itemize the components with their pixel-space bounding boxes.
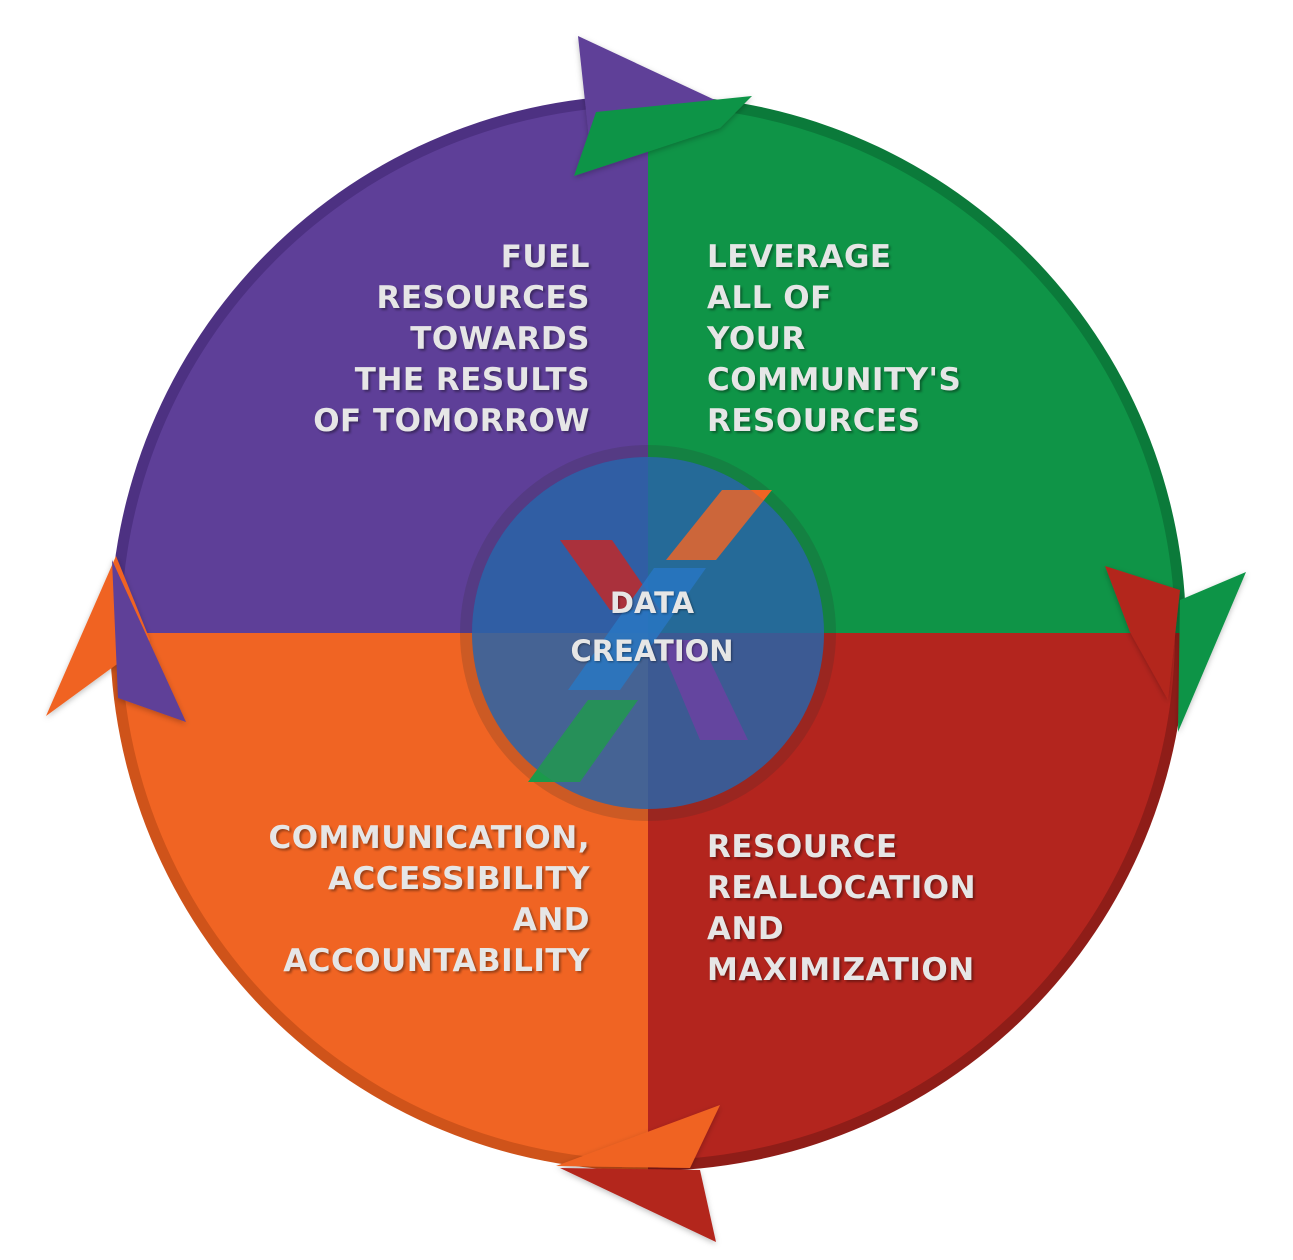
quadrant-communication-line: ACCOUNTABILITY: [283, 943, 590, 979]
arrow-orange-bottom-icon: [556, 1105, 720, 1168]
logo-purple-stroke: [658, 640, 748, 740]
quadrant-resource-line: REALLOCATION: [707, 870, 977, 906]
center-label-creation: CREATION: [570, 634, 734, 668]
quadrant-leverage-line: LEVERAGE: [707, 239, 892, 275]
quadrant-fuel-line: OF TOMORROW: [313, 403, 590, 439]
quadrant-communication-text: COMMUNICATION, ACCESSIBILITY AND ACCOUNT…: [268, 818, 590, 982]
quadrant-top-left: [121, 106, 648, 633]
quadrant-communication-line: ACCESSIBILITY: [327, 861, 590, 897]
quadrant-fuel-line: TOWARDS: [410, 321, 590, 357]
logo-green-stroke: [528, 700, 638, 782]
center-label-data: DATA: [609, 586, 695, 620]
quadrant-bottom-right: [648, 633, 1175, 1160]
quadrant-top-right: [648, 106, 1175, 633]
arrow-red-right-icon: [1105, 566, 1180, 700]
quadrant-fuel-line: FUEL: [500, 239, 590, 275]
quadrant-fuel-line: THE RESULTS: [354, 362, 590, 398]
quadrant-resource-text: RESOURCE REALLOCATION AND MAXIMIZATION: [707, 827, 976, 991]
quadrant-shapes: [121, 106, 1175, 1160]
quadrant-fuel-line: RESOURCES: [376, 280, 590, 316]
quadrant-leverage-line: RESOURCES: [707, 403, 921, 439]
quadrant-resource-line: RESOURCE: [707, 829, 898, 865]
quadrant-resource-line: AND: [707, 911, 785, 947]
arrow-green-top-icon: [574, 96, 752, 176]
quadrant-resource-line: MAXIMIZATION: [707, 952, 975, 988]
quadrant-leverage-text: LEVERAGE ALL OF YOUR COMMUNITY'S RESOURC…: [707, 237, 961, 442]
center-overlay: [472, 457, 824, 809]
quadrant-bottom-left: [121, 633, 648, 1160]
quadrant-leverage-line: COMMUNITY'S: [707, 362, 962, 398]
quadrant-fuel-text: FUEL RESOURCES TOWARDS THE RESULTS OF TO…: [313, 237, 590, 442]
arrow-red-bottom-icon: [560, 1168, 716, 1242]
arrow-green-right-icon: [1178, 572, 1246, 732]
cycle-arrows: [46, 36, 1246, 1242]
quadrant-leverage-line: YOUR: [707, 321, 806, 357]
quadrant-leverage-line: ALL OF: [707, 280, 832, 316]
quadrant-communication-line: COMMUNICATION,: [268, 820, 590, 856]
arrow-purple-left-icon: [112, 560, 186, 722]
logo-orange-stroke: [666, 490, 772, 560]
logo-blue-stroke: [568, 568, 706, 690]
quadrant-communication-line: AND: [512, 902, 590, 938]
logo-red-stroke: [560, 540, 660, 610]
center-logo: [460, 445, 836, 821]
